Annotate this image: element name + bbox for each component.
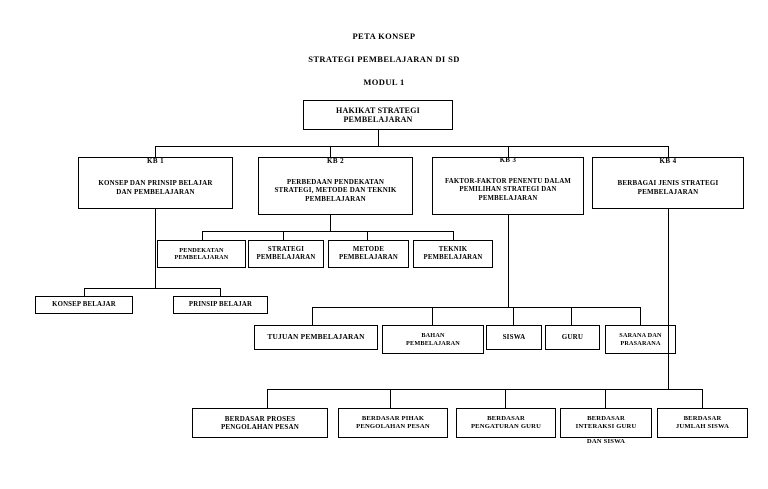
child-node-teknik-line-1: TEKNIK [438, 245, 468, 253]
child-node-prinsip-belajar-label: PRINSIP BELAJAR [188, 300, 253, 308]
child-node-pendekatan-pembelajaran[interactable]: PENDEKATAN PEMBELAJARAN [157, 240, 246, 268]
child-node-berdasar-proses-line-1: BERDASAR PROSES [224, 414, 296, 423]
connector-bus-to-kb4 [668, 146, 669, 157]
child-node-siswa-label: SISWA [502, 333, 526, 342]
child-node-pendekatan-line-2: PEMBELAJARAN [174, 254, 229, 261]
connector-bus-to-berdasar-proses [267, 389, 268, 408]
kb-node-3-line-2: PEMILIHAN STRATEGI DAN [459, 186, 557, 194]
child-node-sarana-dan-prasarana[interactable]: SARANA DAN PRASARANA [605, 325, 676, 354]
connector-kb1-children-bus [84, 288, 221, 289]
child-node-berdasar-jumlah-line-1: BERDASAR [683, 415, 722, 423]
connector-bus-to-kb3 [508, 146, 509, 157]
connector-kb-bus [155, 146, 669, 147]
child-node-sarana-line-2: PRASARANA [620, 339, 661, 347]
child-node-konsep-belajar[interactable]: KONSEP BELAJAR [35, 296, 133, 314]
kb-node-4[interactable]: KB 4 BERBAGAI JENIS STRATEGI PEMBELAJARA… [592, 157, 744, 209]
connector-bus-to-guru [571, 307, 572, 325]
child-node-berdasar-pengaturan-guru[interactable]: BERDASAR PENGATURAN GURU [456, 408, 556, 438]
connector-root-stem [378, 130, 379, 147]
child-node-bahan-pembelajaran[interactable]: BAHAN PEMBELAJARAN [382, 325, 484, 354]
child-node-berdasar-interaksi-line-1: BERDASAR [587, 415, 625, 423]
child-node-teknik-pembelajaran[interactable]: TEKNIK PEMBELAJARAN [413, 240, 493, 268]
child-node-berdasar-jumlah-line-2: JUMLAH SISWA [675, 423, 730, 430]
child-node-teknik-line-2: PEMBELAJARAN [423, 254, 483, 261]
connector-bus-to-siswa [513, 307, 514, 325]
kb-node-1-line-2: DAN PEMBELAJARAN [116, 187, 195, 196]
connector-kb1-stem [155, 209, 156, 289]
connector-kb2-children-bus [202, 231, 453, 232]
root-node-line-2: PEMBELAJARAN [343, 115, 413, 124]
header-title-line-2: STRATEGI PEMBELAJARAN DI SD [308, 54, 460, 64]
child-node-berdasar-pihak-line-2: PENGOLAHAN PESAN [356, 423, 430, 430]
child-node-berdasar-proses-line-2: PENGOLAHAN PESAN [220, 423, 300, 431]
child-node-berdasar-interaksi-line-3: DAN SISWA [586, 438, 626, 446]
connector-bus-to-kb2 [330, 146, 331, 157]
kb-node-1[interactable]: KB 1 KONSEP DAN PRINSIP BELAJAR DAN PEMB… [78, 157, 233, 209]
kb-node-3[interactable]: KB 3 FAKTOR-FAKTOR PENENTU DALAM PEMILIH… [432, 157, 584, 215]
connector-bus-to-strategi [283, 231, 284, 240]
child-node-strategi-pembelajaran[interactable]: STRATEGI PEMBELAJARAN [248, 240, 324, 268]
connector-bus-to-bahan [432, 307, 433, 325]
connector-bus-to-berdasar-interaksi [605, 389, 606, 408]
kb-node-2-line-1: PERBEDAAN PENDEKATAN [286, 178, 385, 187]
child-node-sarana-line-1: SARANA DAN [619, 332, 662, 340]
root-node-line-1: HAKIKAT STRATEGI [336, 105, 420, 115]
header-title-line-1: PETA KONSEP [352, 31, 416, 41]
child-node-bahan-line-2: PEMBELAJARAN [406, 339, 460, 347]
connector-bus-to-berdasar-jumlah [702, 389, 703, 408]
child-node-konsep-belajar-label: KONSEP BELAJAR [52, 300, 116, 308]
kb-node-2-line-2: STRATEGI, METODE DAN TEKNIK [274, 186, 397, 195]
connector-bus-to-kb1 [155, 146, 156, 157]
connector-kb3-stem [508, 215, 509, 308]
connector-bus-to-berdasar-pihak [390, 389, 391, 408]
kb-node-1-line-1: KONSEP DAN PRINSIP BELAJAR [98, 179, 213, 188]
connector-bus-to-metode [367, 231, 368, 240]
connector-bus-to-prinsip-belajar [220, 288, 221, 296]
child-node-metode-line-2: PEMBELAJARAN [338, 254, 399, 261]
child-node-berdasar-interaksi-line-2: INTERAKSI GURU [575, 423, 637, 430]
connector-bus-to-sarana [640, 307, 641, 325]
child-node-siswa[interactable]: SISWA [486, 325, 542, 350]
connector-bus-to-pendekatan [202, 231, 203, 240]
kb-node-3-tag: KB 3 [499, 157, 517, 164]
child-node-bahan-line-1: BAHAN [421, 332, 445, 340]
root-node-hakikat-strategi-pembelajaran[interactable]: HAKIKAT STRATEGI PEMBELAJARAN [303, 100, 453, 130]
connector-kb4-children-bus [267, 389, 702, 390]
kb-node-4-line-1: BERBAGAI JENIS STRATEGI [617, 179, 719, 188]
child-node-tujuan-label: TUJUAN PEMBELAJARAN [267, 332, 365, 342]
child-node-strategi-line-1: STRATEGI [267, 245, 305, 253]
connector-bus-to-teknik [453, 231, 454, 240]
child-node-berdasar-pihak-pengolahan-pesan[interactable]: BERDASAR PIHAK PENGOLAHAN PESAN [338, 408, 448, 438]
connector-bus-to-konsep-belajar [84, 288, 85, 296]
kb-node-2-tag: KB 2 [327, 157, 344, 165]
child-node-metode-pembelajaran[interactable]: METODE PEMBELAJARAN [328, 240, 409, 268]
kb-node-4-tag: KB 4 [659, 157, 677, 165]
child-node-prinsip-belajar[interactable]: PRINSIP BELAJAR [173, 296, 268, 314]
kb-node-1-tag: KB 1 [147, 157, 164, 165]
child-node-pendekatan-line-1: PENDEKATAN [179, 246, 224, 254]
child-node-berdasar-pengaturan-line-1: BERDASAR [487, 415, 525, 423]
child-node-tujuan-pembelajaran[interactable]: TUJUAN PEMBELAJARAN [254, 325, 378, 350]
child-node-berdasar-pihak-line-1: BERDASAR PIHAK [361, 415, 425, 423]
connector-kb2-stem [330, 215, 331, 232]
kb-node-4-line-2: PEMBELAJARAN [637, 187, 699, 196]
kb-node-2-line-3: PEMBELAJARAN [305, 194, 366, 203]
child-node-guru-label: GURU [561, 333, 584, 342]
child-node-guru[interactable]: GURU [545, 325, 600, 350]
kb-node-3-line-1: FAKTOR-FAKTOR PENENTU DALAM [444, 178, 572, 186]
kb-node-2[interactable]: KB 2 PERBEDAAN PENDEKATAN STRATEGI, METO… [258, 157, 413, 215]
child-node-berdasar-jumlah-siswa[interactable]: BERDASAR JUMLAH SISWA [657, 408, 748, 438]
child-node-strategi-line-2: PEMBELAJARAN [256, 254, 316, 261]
header-title-line-3: MODUL 1 [363, 77, 405, 87]
child-node-berdasar-interaksi-guru-dan-siswa[interactable]: BERDASAR INTERAKSI GURU DAN SISWA [560, 408, 652, 445]
child-node-metode-line-1: METODE [352, 245, 385, 253]
child-node-berdasar-proses-pengolahan-pesan[interactable]: BERDASAR PROSES PENGOLAHAN PESAN [192, 408, 328, 438]
connector-bus-to-tujuan [312, 307, 313, 325]
connector-kb3-children-bus [312, 307, 640, 308]
connector-kb4-stem [668, 209, 669, 390]
child-node-berdasar-pengaturan-line-2: PENGATURAN GURU [470, 423, 542, 430]
kb-node-3-line-3: PEMBELAJARAN [478, 194, 538, 202]
connector-bus-to-berdasar-pengaturan [505, 389, 506, 408]
